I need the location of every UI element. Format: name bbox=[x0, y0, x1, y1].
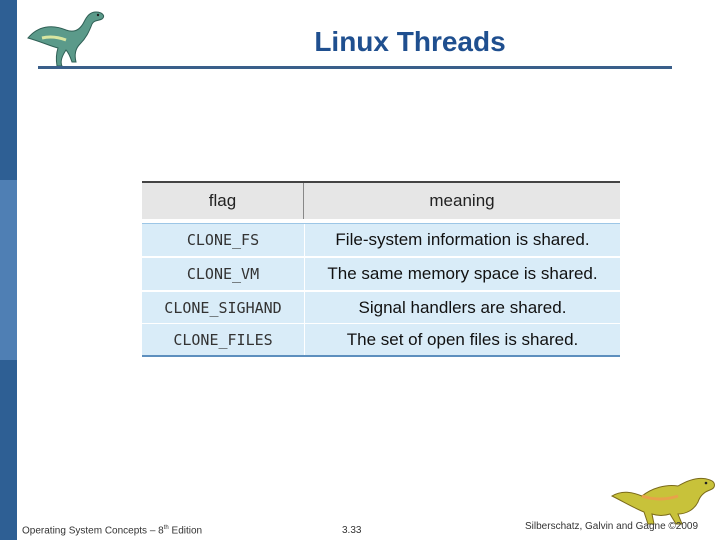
meaning-cell: The same memory space is shared. bbox=[304, 258, 620, 290]
footer-book-suffix: Edition bbox=[168, 525, 203, 537]
flag-cell: CLONE_FS bbox=[186, 231, 260, 249]
flag-cell: CLONE_VM bbox=[186, 265, 260, 283]
footer-book-title: Operating System Concepts – 8th Edition bbox=[22, 525, 202, 536]
header-gap bbox=[142, 219, 620, 223]
flag-cell: CLONE_SIGHAND bbox=[164, 299, 282, 317]
dinosaur-icon bbox=[610, 477, 715, 525]
footer-page-number: 3.33 bbox=[342, 525, 362, 536]
dinosaur-icon bbox=[27, 11, 105, 67]
table-row: CLONE_SIGHAND Signal handlers are shared… bbox=[142, 291, 620, 324]
meaning-cell: The set of open files is shared. bbox=[304, 324, 620, 356]
left-sidebar-bar bbox=[0, 0, 17, 540]
footer-book-prefix: Operating System Concepts – 8 bbox=[22, 525, 164, 537]
header-flag: flag bbox=[142, 183, 304, 219]
footer-book-sup: th bbox=[163, 525, 169, 531]
table-row: CLONE_VM The same memory space is shared… bbox=[142, 257, 620, 290]
footer-authors: Silberschatz, Galvin and Gagne ©2009 bbox=[525, 521, 699, 532]
table-bottom-rule bbox=[142, 355, 620, 357]
sidebar-highlight bbox=[0, 180, 17, 360]
title-underline bbox=[38, 66, 672, 69]
header-meaning: meaning bbox=[429, 191, 495, 210]
table-header-row: flag meaning bbox=[142, 181, 620, 221]
table-row: CLONE_FS File-system information is shar… bbox=[142, 223, 620, 256]
slide-title: Linux Threads bbox=[314, 26, 506, 57]
meaning-cell: File-system information is shared. bbox=[304, 224, 620, 256]
flag-cell: CLONE_FILES bbox=[173, 331, 273, 349]
meaning-cell: Signal handlers are shared. bbox=[304, 292, 620, 324]
table-row: CLONE_FILES The set of open files is sha… bbox=[142, 323, 620, 356]
